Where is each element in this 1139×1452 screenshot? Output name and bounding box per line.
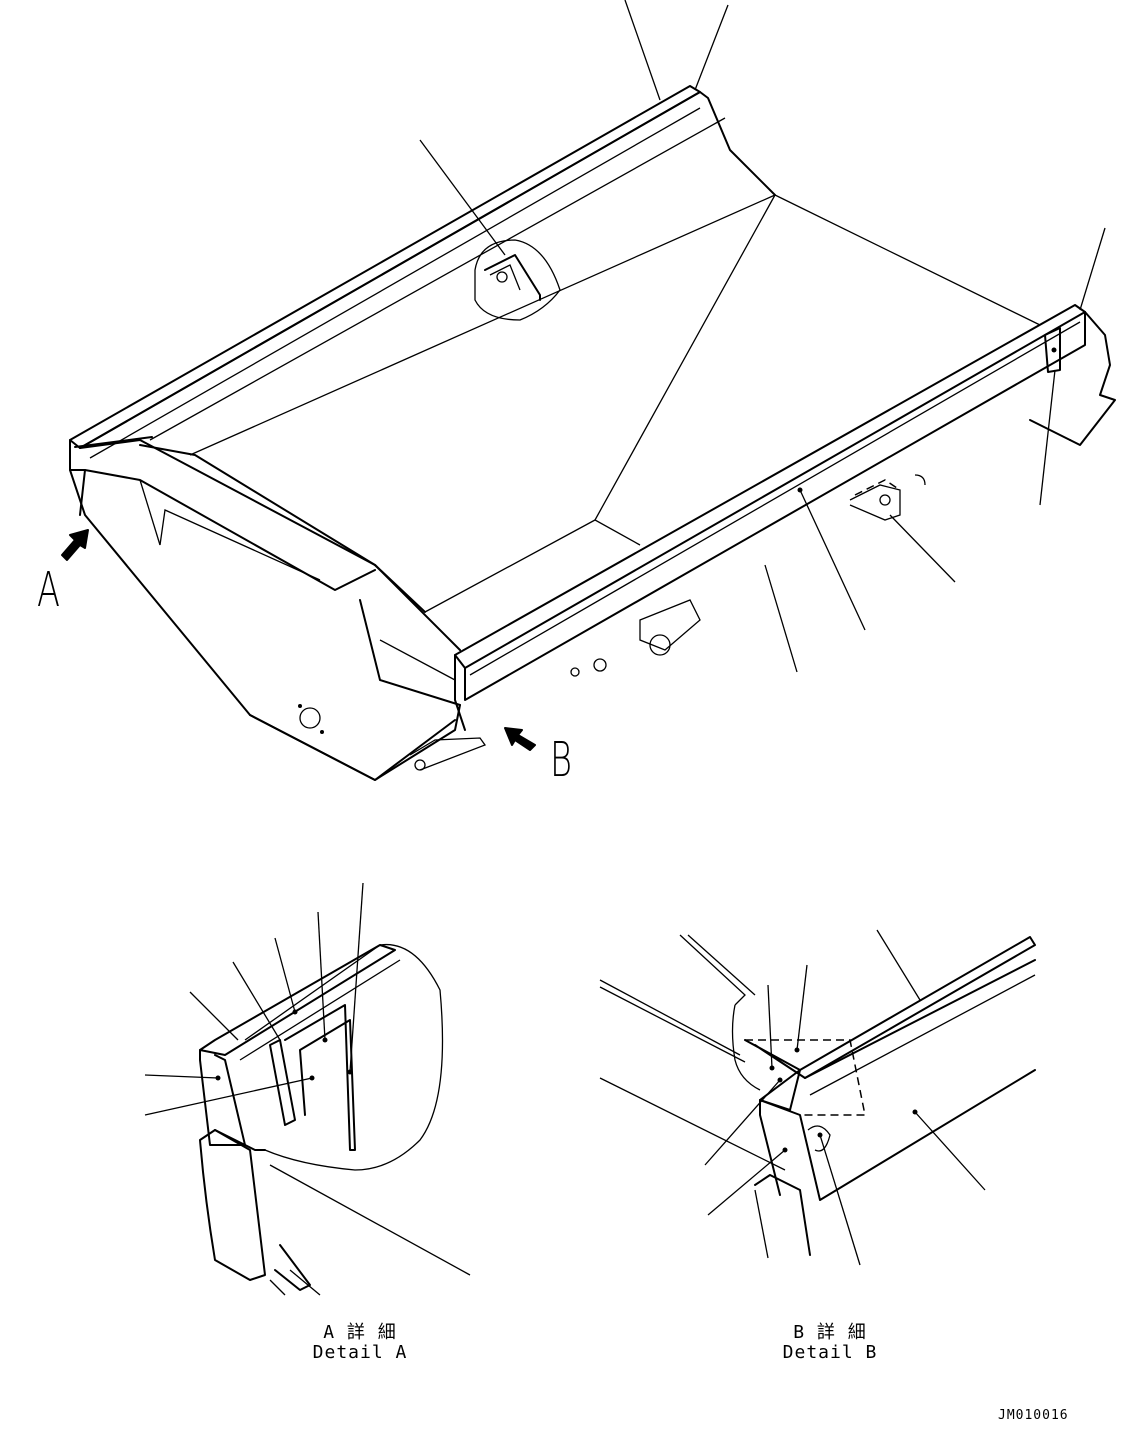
- detail-b-caption-en: Detail B: [782, 1342, 878, 1363]
- detail-a-caption-en: Detail A: [312, 1342, 408, 1363]
- view-a-arrow: [61, 529, 89, 561]
- detail-b-view: [599, 929, 1036, 1266]
- view-b-arrow: [504, 727, 536, 751]
- dump-body-main-view: [61, 0, 1116, 781]
- detail-a-view: [144, 882, 471, 1296]
- view-b-label: B: [550, 732, 573, 788]
- view-a-label: A: [37, 562, 60, 618]
- drawing-number: JM010016: [998, 1408, 1069, 1423]
- detail-a-caption-jp: A 詳 細: [323, 1322, 397, 1343]
- detail-b-caption-jp: B 詳 細: [793, 1322, 867, 1343]
